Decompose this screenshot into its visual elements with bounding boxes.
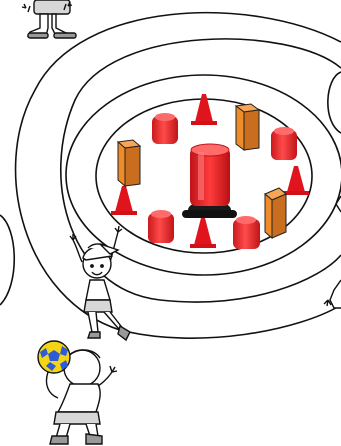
red-block-icon [148,210,174,243]
ball-icon [38,341,70,373]
orange-pillar-icon [236,104,259,150]
red-block-icon [152,113,178,144]
orange-pillar-icon [118,140,140,186]
orange-pillar-icon [265,188,286,238]
right-edge-circle [328,72,341,133]
red-beacon-icon [182,144,237,218]
traffic-cone-icon [111,186,137,215]
traffic-cone-icon [190,218,216,248]
left-edge-circle [0,215,14,305]
play-area-rings [0,13,341,338]
traffic-cone-icon [283,166,309,195]
red-block-icon [233,216,260,249]
red-block-icon [271,127,297,160]
